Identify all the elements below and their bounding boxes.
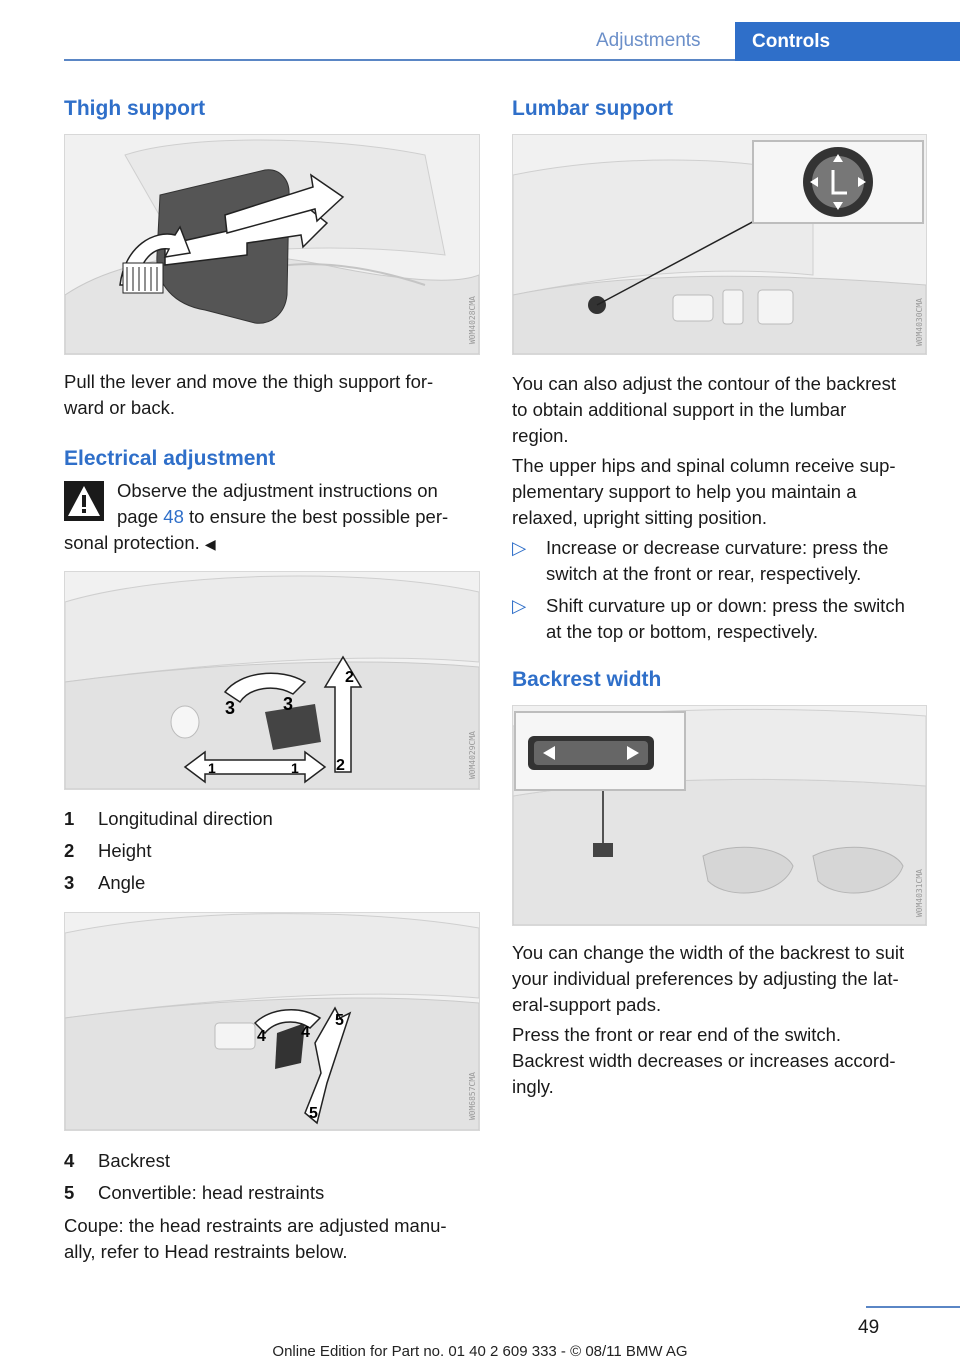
legend-number: 1 — [64, 808, 75, 829]
figure-code: W0M4028CMA — [468, 295, 477, 344]
bullet-text: Shift curvature up or down: press the sw… — [546, 595, 905, 642]
legend-number: 4 — [64, 1150, 75, 1171]
lumbar-text-1: You can also adjust the contour of the b… — [512, 373, 896, 446]
warning-line-2: page 48 to ensure the best possible per- — [117, 504, 448, 530]
legend-number: 5 — [64, 1182, 75, 1203]
coupe-head-restraints-text: Coupe: the head restraints are adjusted … — [64, 1215, 447, 1262]
svg-text:1: 1 — [208, 760, 216, 776]
legend-number: 2 — [64, 840, 75, 861]
warning-line-3-text: sonal protection. — [64, 532, 200, 553]
legend-item-5: 5 Convertible: head restraints — [64, 1180, 324, 1206]
warning-line-3: sonal protection. ◀ — [64, 530, 216, 557]
svg-text:3: 3 — [225, 698, 235, 718]
warning-line-2-prefix: page — [117, 506, 164, 527]
figure-code: W0M4030CMA — [915, 297, 924, 346]
figure-code: W0M4029CMA — [468, 730, 477, 779]
bullet-triangle-icon: ▷ — [512, 537, 527, 558]
svg-text:2: 2 — [345, 669, 354, 686]
legend-item-4: 4 Backrest — [64, 1148, 170, 1174]
warning-line-1: Observe the adjustment instructions on — [117, 480, 438, 501]
edition-footer: Online Edition for Part no. 01 40 2 609 … — [272, 1343, 688, 1360]
svg-text:3: 3 — [283, 694, 293, 714]
header-rule — [64, 59, 960, 61]
thigh-support-text: Pull the lever and move the thigh suppor… — [64, 371, 434, 418]
legend-label: Height — [98, 840, 152, 861]
convertible-adjustment-figure: 4 4 5 5 W0M6857CMA — [64, 912, 480, 1131]
lumbar-text-2: The upper hips and spinal column receive… — [512, 455, 896, 528]
legend-label: Backrest — [98, 1150, 170, 1171]
svg-text:5: 5 — [335, 1012, 344, 1029]
backrest-width-heading: Backrest width — [512, 668, 662, 691]
lumbar-bullet-1: ▷ Increase or decrease curvature: press … — [512, 535, 932, 591]
bullet-text: Increase or decrease curvature: press th… — [546, 537, 889, 584]
footer-rule — [866, 1306, 960, 1308]
figure-code: W0M4031CMA — [915, 868, 924, 917]
svg-text:4: 4 — [257, 1028, 266, 1045]
header-chapter-tab[interactable]: Controls — [735, 22, 960, 61]
figure-code: W0M6857CMA — [468, 1071, 477, 1120]
electrical-adjustment-heading: Electrical adjustment — [64, 447, 276, 470]
thigh-support-heading: Thigh support — [64, 97, 206, 120]
legend-item-2: 2 Height — [64, 838, 151, 864]
legend-number: 3 — [64, 872, 75, 893]
backrest-width-text-1: You can change the width of the backrest… — [512, 942, 905, 1015]
bullet-triangle-icon: ▷ — [512, 595, 527, 616]
legend-label: Longitudinal direction — [98, 808, 273, 829]
svg-text:2: 2 — [336, 757, 345, 774]
electrical-adjustment-figure: 3 3 2 2 1 1 W0M4029CMA — [64, 571, 480, 790]
backrest-width-figure: W0M4031CMA — [512, 705, 927, 926]
lumbar-support-heading: Lumbar support — [512, 97, 673, 120]
page-number: 49 — [858, 1317, 880, 1338]
header-section-label: Adjustments — [596, 30, 701, 51]
thigh-support-figure: W0M4028CMA — [64, 134, 480, 355]
end-mark-icon: ◀ — [204, 536, 216, 552]
legend-label: Convertible: head restraints — [98, 1182, 325, 1203]
legend-item-1: 1 Longitudinal direction — [64, 806, 273, 832]
warning-line-2-suffix: to ensure the best possible per- — [183, 506, 449, 527]
legend-item-3: 3 Angle — [64, 870, 145, 896]
warning-icon — [64, 481, 104, 521]
svg-text:4: 4 — [301, 1024, 310, 1041]
svg-text:1: 1 — [291, 760, 299, 776]
page-48-link[interactable]: 48 — [163, 506, 184, 527]
svg-text:5: 5 — [309, 1105, 318, 1122]
lumbar-support-figure: W0M4030CMA — [512, 134, 927, 355]
backrest-width-text-2: Press the front or rear end of the switc… — [512, 1024, 896, 1097]
legend-label: Angle — [98, 872, 146, 893]
lumbar-bullet-2: ▷ Shift curvature up or down: press the … — [512, 593, 932, 649]
